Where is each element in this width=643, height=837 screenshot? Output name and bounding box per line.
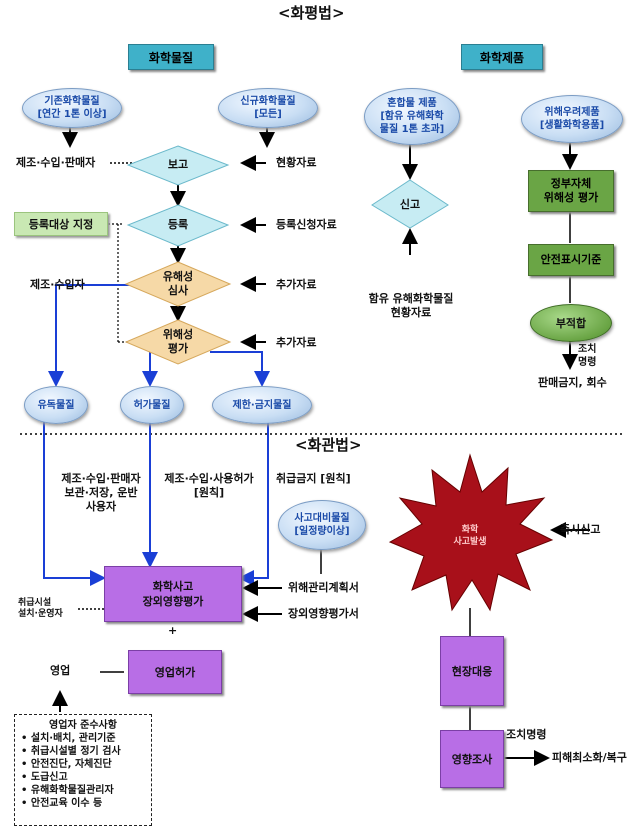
label-immediate-report: 즉시신고 [560, 523, 601, 536]
label-extra-data-2: 추가자료 [276, 336, 317, 349]
label-ban-handling: 취급금지 [원칙] [276, 472, 351, 485]
diamond-hazard-review-label: 유해성 심사 [148, 270, 208, 298]
oval-line: [함유 유해화학 [380, 111, 444, 122]
label-extra-data-1: 추가자료 [276, 278, 317, 291]
gov-risk-eval-box: 정부자체 위해성 평가 [528, 170, 614, 212]
oval-line: [모든] [254, 109, 282, 120]
oval-line: 신규화학물질 [240, 96, 296, 107]
business-permit-box: 영업허가 [128, 650, 222, 694]
label-business: 영업 [50, 664, 71, 677]
box-line: 화학사고 [152, 580, 194, 593]
oval-line: [생활화학용품] [539, 120, 605, 131]
label-line: 유해성 [162, 270, 194, 283]
label-line: 명령 [578, 357, 597, 368]
label-line: 제조·수입·사용허가 [164, 472, 254, 485]
compliance-box: 영업자 준수사항 • 설치·배치, 관리기준 • 취급시설별 정기 검사 • 안… [14, 714, 152, 826]
oval-line: 기존화학물질 [44, 96, 100, 107]
impact-survey-box: 영향조사 [440, 730, 504, 788]
diamond-register-label: 등록 [167, 218, 189, 231]
label-contained-status: 함유 유해화학물질 현황자료 [352, 292, 470, 320]
compliance-item: • 안전교육 이수 등 [21, 798, 103, 809]
oval-unsuitable: 부적합 [530, 304, 612, 342]
registration-target-box: 등록대상 지정 [14, 212, 108, 236]
compliance-item: • 설치·배치, 관리기준 [21, 733, 116, 744]
label-mfr-import-seller: 제조·수입·판매자 [16, 156, 96, 169]
compliance-item: • 도급신고 [21, 772, 68, 783]
box-line: 위해성 평가 [543, 191, 599, 204]
label-damage-recovery: 피해최소화/복구 [552, 751, 627, 764]
oval-line: [일정량이상] [294, 526, 350, 537]
label-offsite-impact: 장외영향평가서 [288, 607, 359, 620]
label-line: 보관·저장, 운반 [64, 486, 138, 499]
label-line: 함유 유해화학물질 [368, 292, 454, 305]
compliance-item-text: 유해화학물질관리자 [30, 785, 114, 796]
header-chemicals: 화학물질 [128, 44, 214, 70]
onsite-response-box: 현장대응 [440, 636, 504, 706]
label-mfr-importer: 제조·수입자 [30, 278, 85, 291]
label-registration-request: 등록신청자료 [276, 218, 337, 231]
label-line: 취급시설 [18, 598, 52, 608]
label-status-data: 현황자료 [276, 156, 317, 169]
diamond-declare-label: 신고 [399, 198, 421, 211]
box-line: 정부자체 [550, 177, 592, 190]
label-facility-operator: 취급시설 설치·운영자 [18, 598, 63, 620]
oval-line: [연간 1톤 이상] [37, 109, 107, 120]
oval-existing-chemicals: 기존화학물질 [연간 1톤 이상] [22, 88, 122, 128]
title-hwapyeong: <화평법> [278, 4, 345, 22]
oval-line: 혼합물 제품 [387, 98, 437, 109]
compliance-item: • 안전진단, 자체진단 [21, 759, 112, 770]
diamond-report-label: 보고 [167, 158, 189, 171]
safety-label-box: 안전표시기준 [528, 244, 614, 276]
diamond-shapes [124, 145, 449, 365]
label-line: 제조·수입·판매자 [61, 472, 141, 485]
label-line: 사고발생 [453, 537, 487, 547]
oval-mixture-products: 혼합물 제품 [함유 유해화학 물질 1톤 초과] [364, 88, 460, 145]
label-risk-plan: 위해관리계획서 [288, 581, 359, 594]
compliance-item: • 취급시설별 정기 검사 [21, 746, 121, 757]
label-line: 심사 [167, 284, 189, 297]
compliance-item-text: 안전교육 이수 등 [30, 798, 103, 809]
compliance-title: 영업자 준수사항 [49, 720, 117, 731]
label-line: 위해성 [162, 328, 194, 341]
oval-restricted: 제한·금지물질 [212, 386, 312, 424]
oval-toxic: 유독물질 [24, 386, 88, 424]
accident-starburst [388, 453, 554, 612]
label-line: 사용자 [85, 500, 117, 513]
label-line: 화학 [461, 525, 479, 535]
label-line: 설치·운영자 [18, 609, 63, 619]
compliance-item-text: 도급신고 [30, 772, 68, 783]
label-line: 현황자료 [390, 306, 432, 319]
compliance-item-text: 취급시설별 정기 검사 [30, 746, 121, 757]
title-hwagwan: <화관법> [295, 436, 362, 454]
label-line: [원칙] [193, 486, 225, 499]
header-products: 화학제품 [461, 44, 543, 70]
oval-new-chemicals: 신규화학물질 [모든] [218, 88, 318, 128]
label-measure-order-2: 조치명령 [506, 728, 547, 741]
oval-line: 사고대비물질 [294, 513, 350, 524]
label-plus: + [168, 624, 178, 637]
label-line: 평가 [167, 342, 189, 355]
compliance-item-text: 설치·배치, 관리기준 [30, 733, 116, 744]
box-line: 장외영향평가 [142, 595, 204, 608]
oval-line: 위해우려제품 [544, 107, 600, 118]
label-sale-ban: 판매금지, 회수 [538, 376, 607, 389]
oval-accident-prep: 사고대비물질 [일정량이상] [278, 500, 366, 550]
compliance-item: • 유해화학물질관리자 [21, 785, 114, 796]
compliance-item-text: 안전진단, 자체진단 [30, 759, 112, 770]
diamond-risk-assess-label: 위해성 평가 [148, 328, 208, 356]
accident-assessment-box: 화학사고 장외영향평가 [104, 566, 242, 622]
label-chem-accident: 화학 사고발생 [440, 524, 500, 548]
label-permit-use: 제조·수입·사용허가 [원칙] [156, 472, 262, 500]
oval-permit: 허가물질 [120, 386, 184, 424]
oval-line: 물질 1톤 초과] [379, 124, 445, 135]
label-measure-order: 조치 명령 [578, 343, 596, 369]
label-toxic-handlers: 제조·수입·판매자 보관·저장, 운반 사용자 [56, 472, 146, 514]
oval-risk-products: 위해우려제품 [생활화학용품] [521, 95, 623, 143]
label-line: 조치 [578, 344, 597, 355]
